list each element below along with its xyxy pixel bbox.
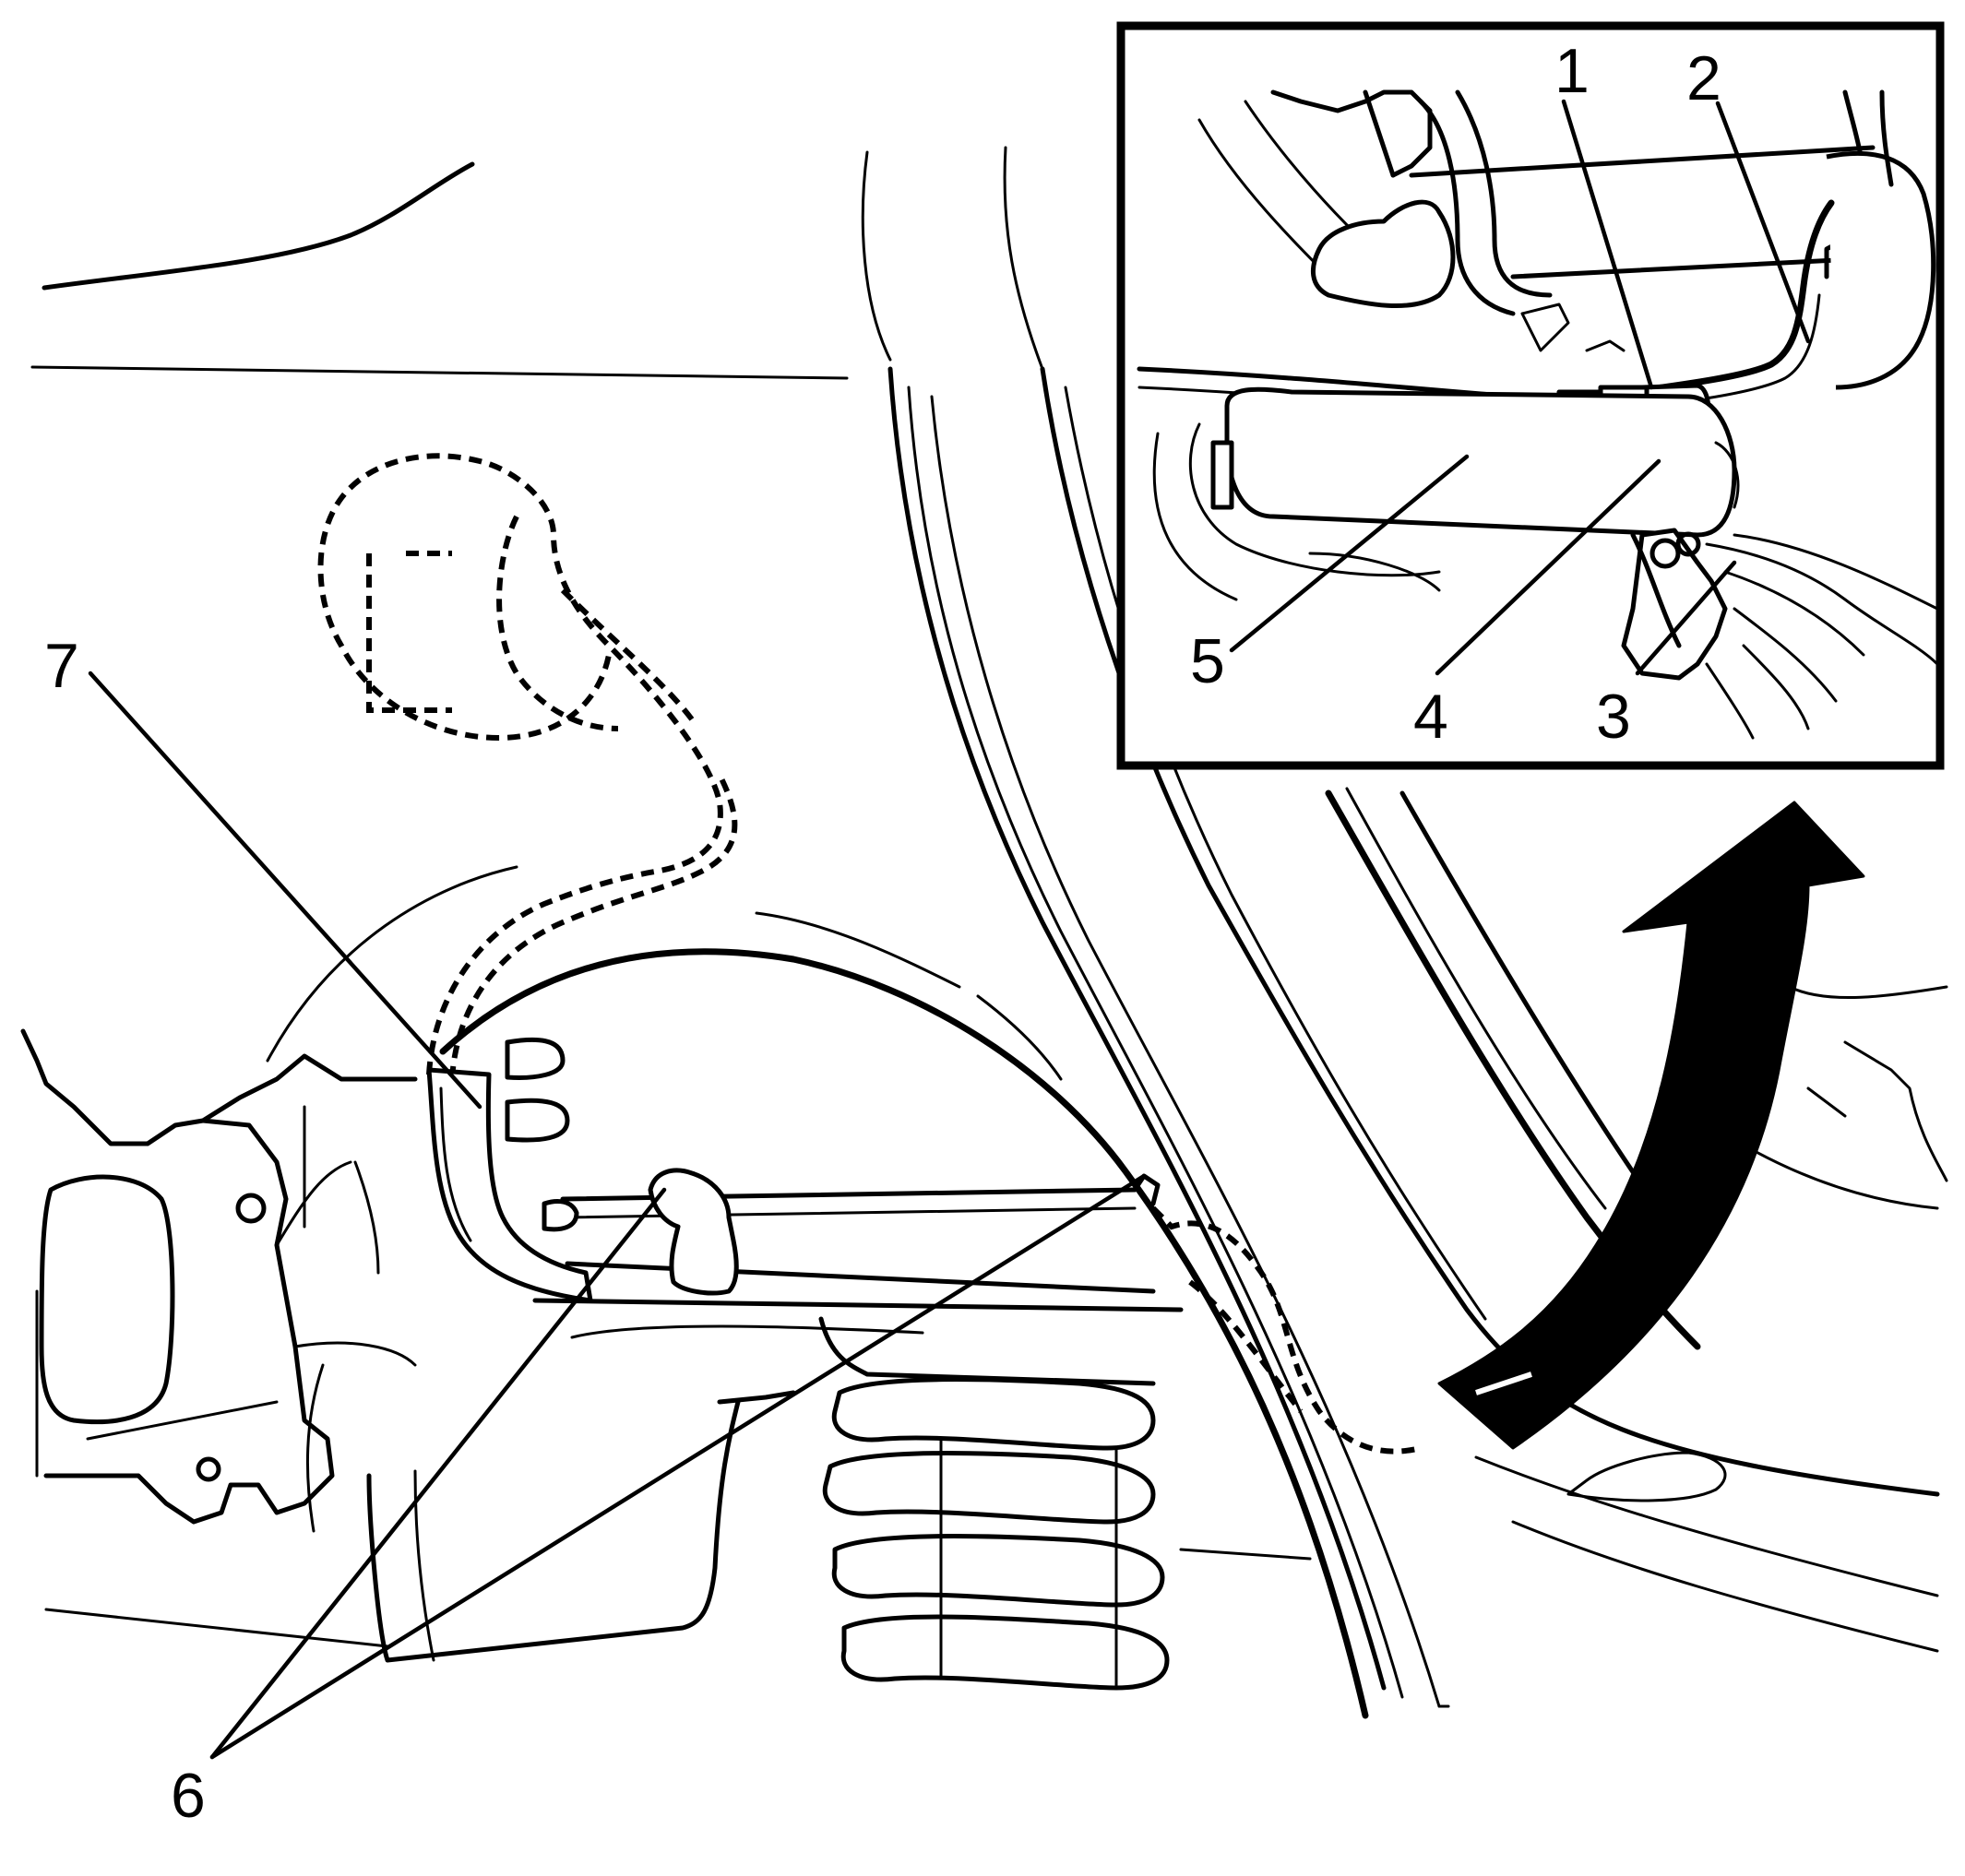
curved-arrow bbox=[1437, 801, 1865, 1450]
left-body-structure bbox=[20, 1028, 418, 1525]
callout-3: 3 bbox=[1596, 682, 1631, 752]
body-panel-lines bbox=[30, 146, 1044, 380]
callout-5: 5 bbox=[1190, 626, 1225, 696]
callout-4: 4 bbox=[1413, 682, 1448, 752]
inset-leader-lines bbox=[1229, 99, 1811, 676]
detail-inset bbox=[1116, 21, 1945, 770]
callout-7: 7 bbox=[44, 631, 79, 701]
axle-beam bbox=[532, 1168, 1184, 1339]
lower-tank bbox=[44, 1363, 1312, 1663]
inset-drawing bbox=[1137, 89, 1939, 740]
main-leader-lines bbox=[88, 671, 1147, 1760]
door-frame bbox=[1325, 787, 1948, 1502]
brake-hose bbox=[426, 1037, 593, 1303]
callout-2: 2 bbox=[1686, 43, 1721, 113]
brake-line-hidden bbox=[317, 453, 1422, 1454]
callout-1: 1 bbox=[1554, 36, 1590, 106]
quarter-panel bbox=[887, 366, 1940, 1708]
main-view bbox=[20, 146, 1948, 1719]
coil-spring bbox=[818, 1316, 1170, 1691]
callout-6: 6 bbox=[171, 1761, 206, 1831]
callout-labels: 1 2 3 4 5 6 7 bbox=[44, 36, 1721, 1831]
wheel-arch bbox=[266, 865, 1369, 1719]
